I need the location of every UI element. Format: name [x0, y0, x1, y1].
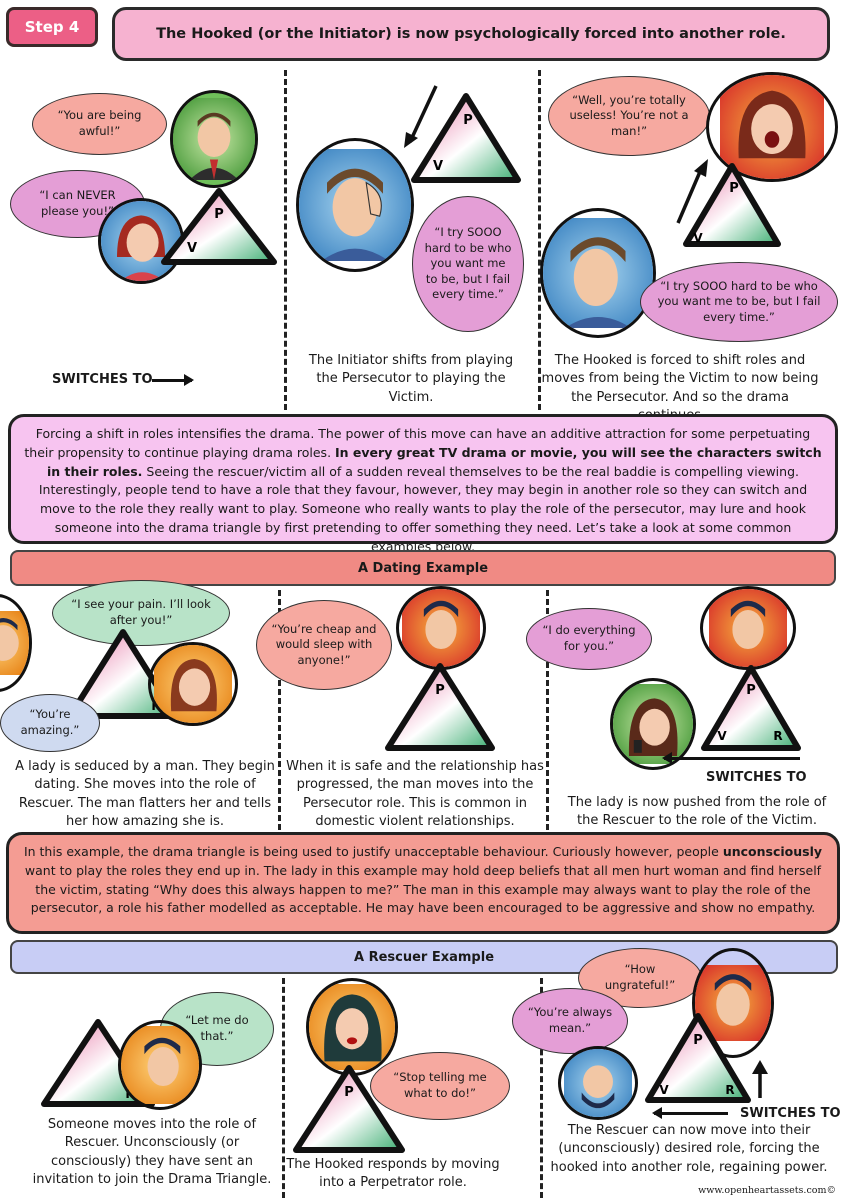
panel-caption: The Initiator shifts from playing the Pe… — [308, 353, 514, 405]
drama-triangle: P — [385, 663, 495, 751]
panel-caption: The lady is now pushed from the role of … — [567, 795, 827, 829]
drama-triangle: P V — [411, 93, 521, 183]
page-title: The Hooked (or the Initiator) is now psy… — [112, 7, 830, 61]
svg-text:P: P — [729, 181, 739, 196]
step-badge: Step 4 — [6, 7, 98, 47]
drama-triangle: P V R — [701, 665, 801, 751]
svg-text:P: P — [463, 113, 473, 128]
svg-text:V: V — [717, 729, 727, 743]
speech-bubble: “You’re amazing.” — [0, 694, 100, 752]
speech-bubble: “I do everything for you.” — [526, 608, 652, 670]
svg-text:R: R — [773, 729, 782, 743]
panel-caption: A lady is seduced by a man. They begin d… — [15, 759, 275, 830]
angry-man-avatar — [700, 586, 796, 670]
tri-label-v: V — [187, 241, 197, 256]
angry-man-avatar — [170, 90, 258, 188]
speech-bubble: “You are being awful!” — [32, 93, 167, 155]
panel-caption: Someone moves into the role of Rescuer. … — [32, 1117, 272, 1188]
divider — [540, 978, 543, 1198]
angry-man-avatar — [396, 586, 486, 670]
tri-label-p: P — [214, 207, 224, 222]
drama-triangle: P — [293, 1065, 405, 1153]
svg-text:P: P — [344, 1085, 354, 1100]
svg-text:V: V — [659, 1083, 669, 1097]
svg-text:V: V — [693, 231, 703, 245]
up-arrow-icon — [752, 1060, 768, 1098]
speech-bubble: “You’re always mean.” — [512, 988, 628, 1054]
svg-text:P: P — [693, 1033, 703, 1048]
angry-woman-avatar — [306, 978, 398, 1076]
credit-footer: www.openheartassets.com© — [698, 1185, 836, 1196]
speech-bubble: “I see your pain. I’ll look after you!” — [52, 580, 230, 646]
left-arrow-icon — [652, 1107, 728, 1119]
crying-woman-avatar — [98, 198, 184, 284]
panel-caption: When it is safe and the relationship has… — [286, 759, 544, 830]
speech-bubble: “I try SOOO hard to be who you want me t… — [640, 262, 838, 342]
smiling-man-avatar — [0, 594, 32, 692]
info-box-dating: In this example, the drama triangle is b… — [6, 832, 840, 934]
speech-bubble: “I try SOOO hard to be who you want me t… — [412, 196, 524, 332]
svg-text:P: P — [435, 683, 445, 698]
svg-text:R: R — [725, 1083, 734, 1097]
svg-text:V: V — [433, 159, 443, 174]
down-left-arrow-icon — [404, 85, 438, 148]
speech-bubble: “Stop telling me what to do!” — [370, 1052, 510, 1120]
stressed-man-avatar — [540, 208, 656, 338]
divider — [546, 590, 549, 830]
panel-caption: The Rescuer can now move into their (unc… — [550, 1123, 828, 1175]
screaming-woman-avatar — [706, 72, 838, 182]
speech-bubble: “Well, you’re totally useless! You’re no… — [548, 76, 710, 156]
svg-text:P: P — [746, 683, 756, 698]
upside-down-man-avatar — [558, 1046, 638, 1120]
happy-woman-avatar — [148, 642, 238, 726]
stressed-man-avatar — [296, 138, 414, 272]
drama-triangle: P V R — [645, 1013, 751, 1103]
switches-to-label: SWITCHES TO — [52, 372, 153, 387]
drama-triangle: P V — [161, 188, 277, 265]
switches-to-label: SWITCHES TO — [740, 1106, 841, 1121]
drama-triangle: P V — [683, 163, 781, 247]
switches-to-label: SWITCHES TO — [706, 770, 807, 785]
info-box-roles: Forcing a shift in roles intensifies the… — [8, 414, 838, 554]
sad-woman-phone-avatar — [610, 678, 696, 770]
divider — [538, 70, 541, 410]
panel-caption: The Hooked responds by moving into a Per… — [286, 1157, 500, 1191]
divider — [278, 590, 281, 830]
divider — [284, 70, 287, 410]
helpful-man-avatar — [118, 1020, 202, 1110]
right-arrow-icon — [152, 374, 194, 386]
left-arrow-icon — [662, 752, 800, 764]
up-arrow-icon — [676, 159, 708, 224]
divider — [282, 978, 285, 1198]
speech-bubble: “You’re cheap and would sleep with anyon… — [256, 600, 392, 690]
